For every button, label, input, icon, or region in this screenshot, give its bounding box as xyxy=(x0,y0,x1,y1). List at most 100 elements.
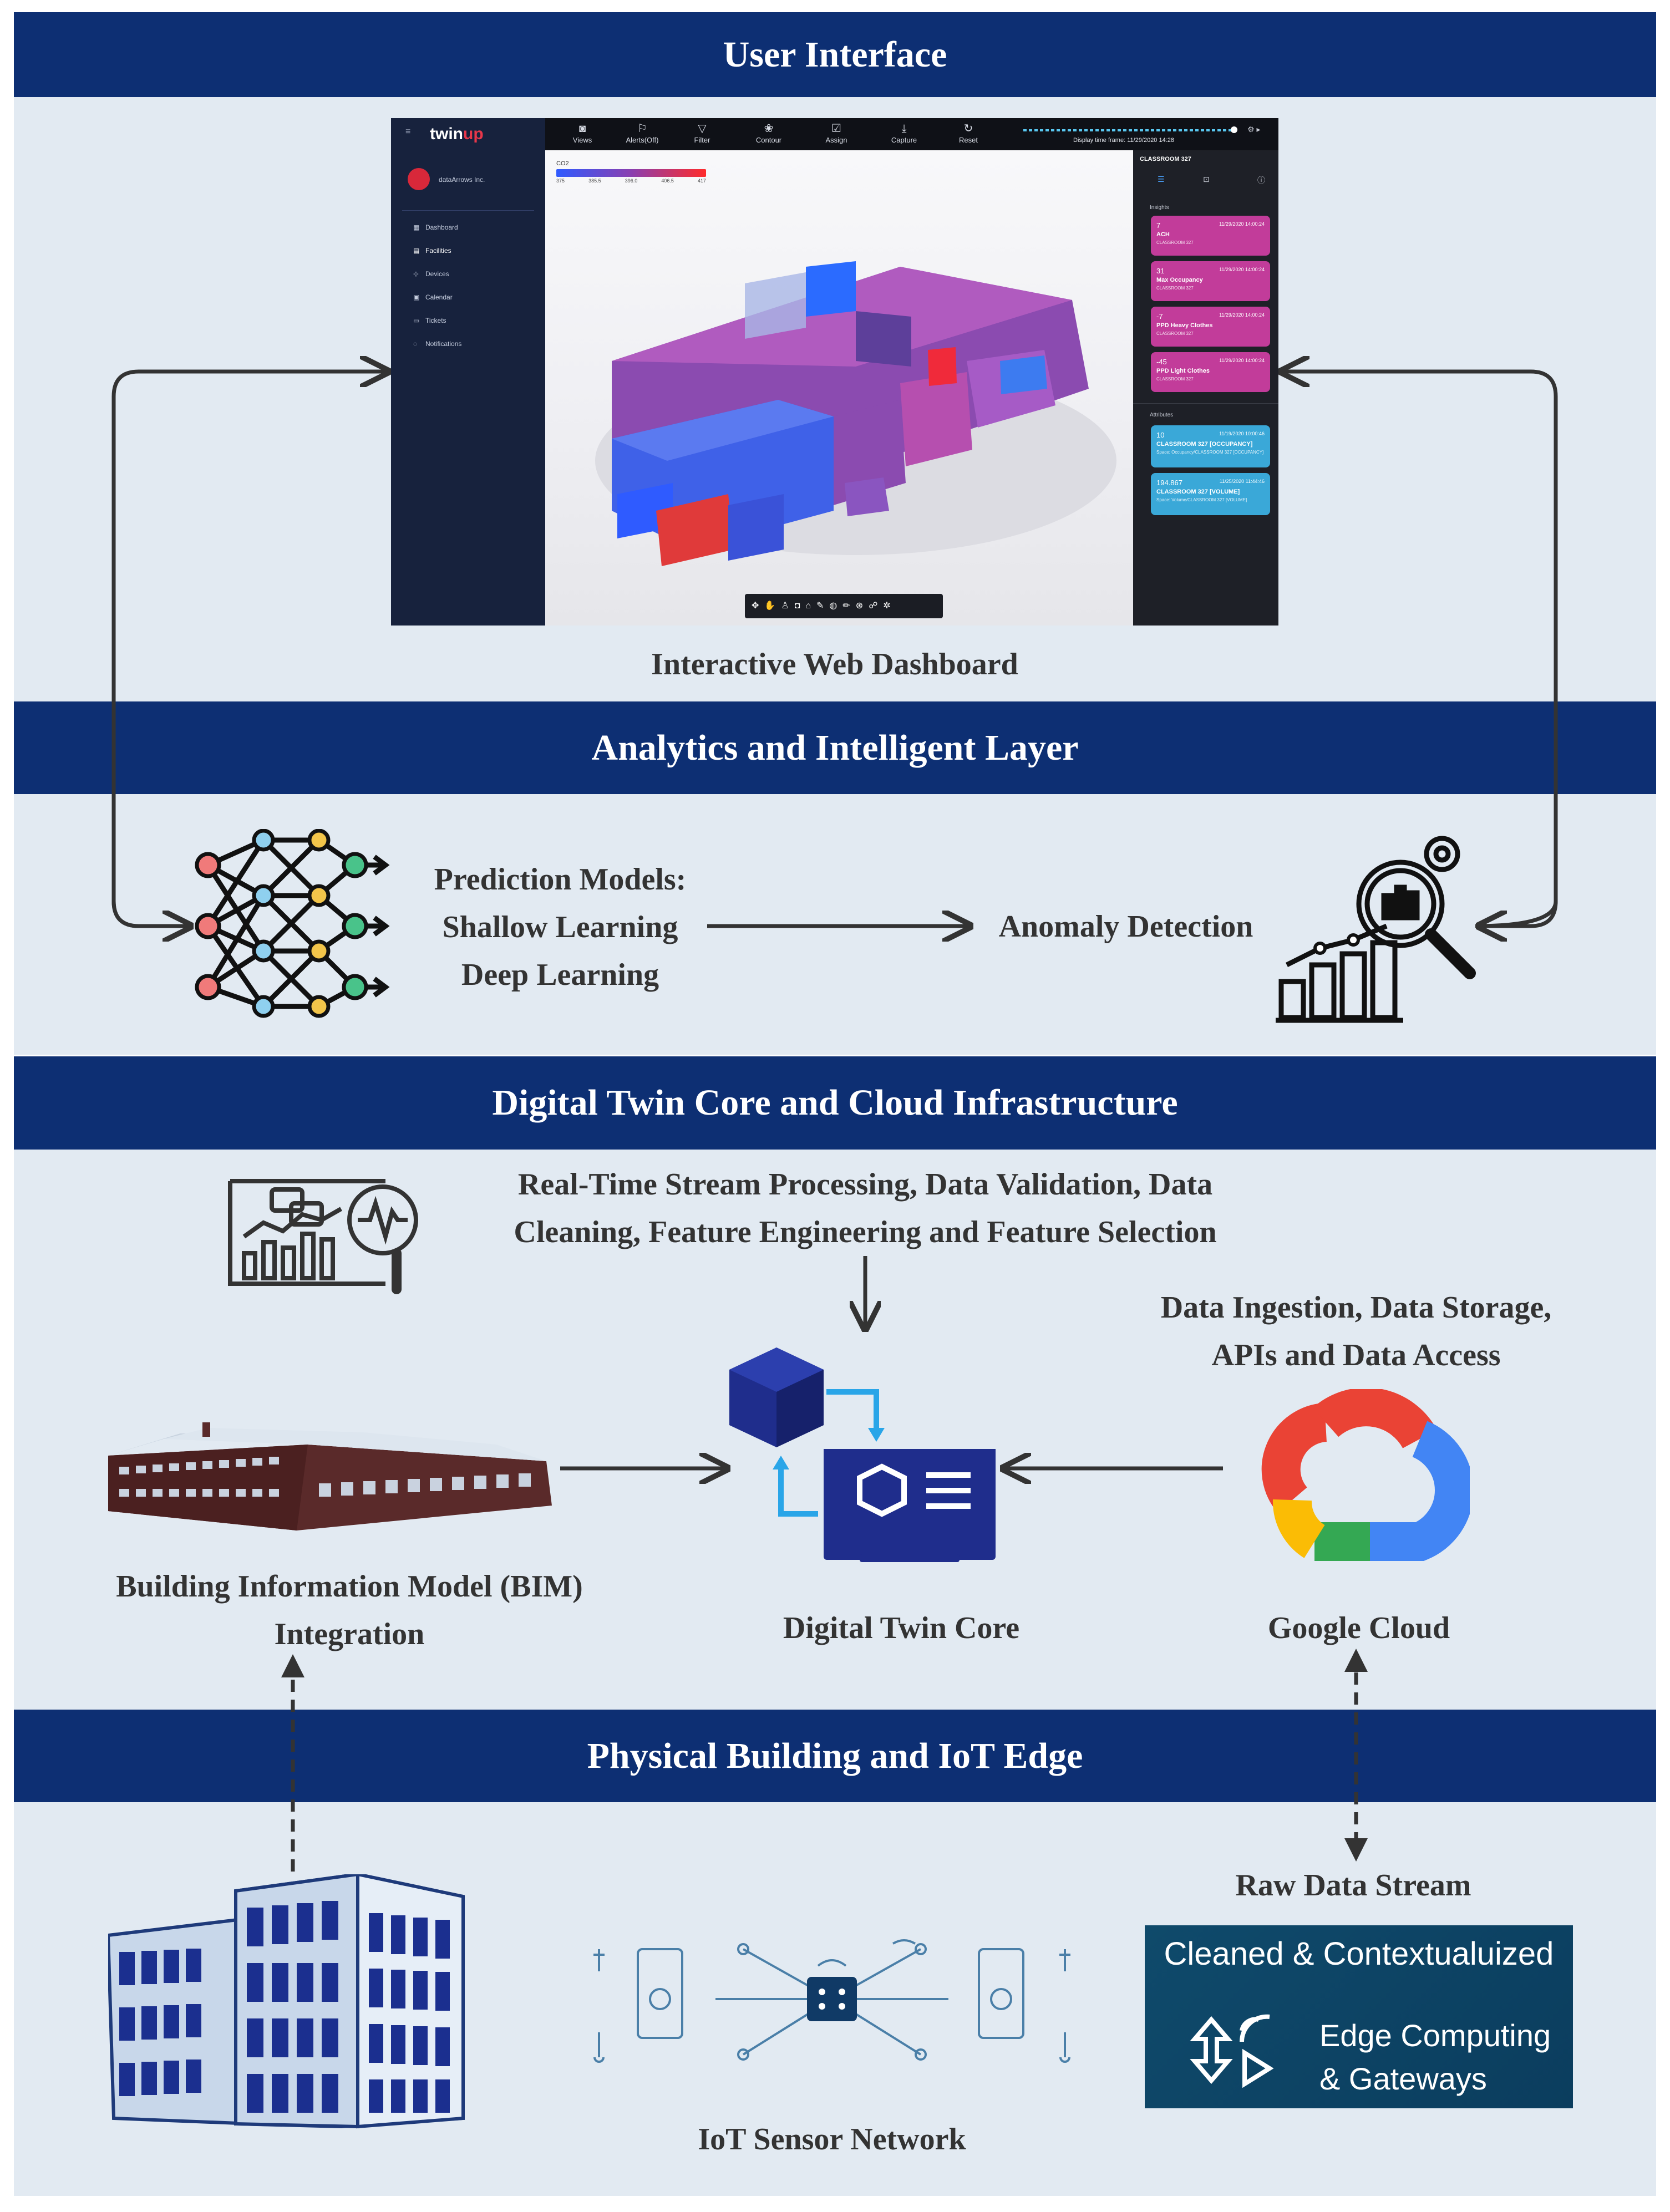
attributes-label: Attributes xyxy=(1150,412,1174,418)
chart-icon[interactable]: ⊡ xyxy=(1203,175,1210,184)
neural-network-icon xyxy=(195,829,390,1018)
dashboard-toolbar: ◙Views ⚐Alerts(Off) ▽Filter ❀Contour ☑As… xyxy=(545,118,1278,150)
menu-icon: ≡ xyxy=(405,127,411,136)
header-analytics: Analytics and Intelligent Layer xyxy=(14,701,1656,794)
network-icon: ⊹ xyxy=(413,270,419,278)
legend-tick: 385.5 xyxy=(588,178,601,184)
legend-tick: 396.0 xyxy=(625,178,638,184)
3d-model-viewport[interactable]: CO2 375 385.5 396.0 406.5 417 xyxy=(545,150,1133,626)
ingestion-text: Data Ingestion, Data Storage, APIs and D… xyxy=(1160,1290,1552,1372)
sidebar-item-notifications[interactable]: ◌Notifications xyxy=(413,340,462,348)
filter-icon: ▽ xyxy=(698,123,707,135)
timeline-handle[interactable] xyxy=(1231,126,1237,133)
sidebar-item-tickets[interactable]: ▭Tickets xyxy=(413,317,446,324)
processing-text: Real-Time Stream Processing, Data Valida… xyxy=(514,1167,1217,1249)
right-loop-arrow-to-analytics xyxy=(1480,901,1558,926)
org-name: dataArrows Inc. xyxy=(439,176,485,184)
iot-sensor-network-icon xyxy=(593,1939,1070,2063)
section-title: User Interface xyxy=(723,34,947,75)
camera-icon: ◙ xyxy=(578,123,586,135)
download-icon: ⤓ xyxy=(901,123,907,135)
iot-sensor-label: IoT Sensor Network xyxy=(698,2122,966,2157)
sidebar-item-devices[interactable]: ⊹Devices xyxy=(413,270,449,278)
section-title: Physical Building and IoT Edge xyxy=(587,1735,1083,1776)
assign-icon: ☑ xyxy=(831,123,841,135)
brand-logo: twinup xyxy=(430,125,484,143)
settings-icon[interactable]: ⚙ ▸ xyxy=(1247,125,1261,134)
bell-icon: ◌ xyxy=(413,340,418,348)
sidebar-item-facilities[interactable]: ▤Facilities xyxy=(413,247,451,255)
insights-label: Insights xyxy=(1150,205,1169,211)
digital-twin-label: Digital Twin Core xyxy=(783,1611,1020,1645)
ticket-icon: ▭ xyxy=(413,317,420,324)
building-icon: ▤ xyxy=(413,247,420,255)
home-icon[interactable]: ⌂ xyxy=(805,601,817,611)
info-icon[interactable]: ⓘ xyxy=(1257,176,1265,185)
measure-icon[interactable]: ✎ xyxy=(816,601,830,611)
display-time: Display time frame: 11/29/2020 14:28 xyxy=(1073,137,1175,144)
org-avatar xyxy=(408,168,430,190)
explode-icon[interactable]: ⊛ xyxy=(855,601,869,611)
list-icon[interactable]: ☰ xyxy=(1158,175,1165,184)
tool-reset[interactable]: ↻Reset xyxy=(949,121,988,144)
walk-icon[interactable]: ♙ xyxy=(781,601,795,611)
calendar-icon: ▣ xyxy=(413,293,420,301)
tool-filter[interactable]: ▽Filter xyxy=(683,121,722,144)
tool-contour[interactable]: ❀Contour xyxy=(749,121,788,144)
building-3d-model xyxy=(595,261,1116,566)
camera-icon[interactable]: ◘ xyxy=(794,601,806,611)
anomaly-detection-label: Anomaly Detection xyxy=(998,909,1253,944)
google-cloud-icon xyxy=(1261,1389,1470,1561)
legend-tick: 417 xyxy=(697,178,706,184)
edge-transfer-icon xyxy=(1190,2014,1274,2088)
header-core: Digital Twin Core and Cloud Infrastructu… xyxy=(14,1056,1656,1150)
right-loop-arrow-to-dashboard xyxy=(1282,372,1558,928)
left-loop-arrow-down xyxy=(111,901,190,926)
header-physical: Physical Building and IoT Edge xyxy=(14,1710,1656,1802)
grid-icon: ▦ xyxy=(413,223,420,231)
sidebar-item-dashboard[interactable]: ▦Dashboard xyxy=(413,223,458,231)
section-title: Analytics and Intelligent Layer xyxy=(591,727,1079,768)
tool-views[interactable]: ◙Views xyxy=(563,121,602,144)
data-report-icon xyxy=(228,1179,418,1294)
co2-legend: CO2 375 385.5 396.0 406.5 417 xyxy=(556,160,706,184)
legend-tick: 375 xyxy=(556,178,565,184)
sidebar-item-calendar[interactable]: ▣Calendar xyxy=(413,293,453,301)
google-cloud-label: Google Cloud xyxy=(1267,1611,1450,1645)
model-tree-icon[interactable]: ☍ xyxy=(869,601,884,611)
section-title: Digital Twin Core and Cloud Infrastructu… xyxy=(492,1082,1178,1123)
legend-gradient xyxy=(556,169,706,177)
tool-capture[interactable]: ⤓Capture xyxy=(885,121,923,144)
dashboard-screenshot: ≡ twinup dataArrows Inc. ▦Dashboard ▤Fac… xyxy=(391,118,1278,626)
legend-title: CO2 xyxy=(556,160,569,167)
edge-computing-box: Cleaned & Contextualuized Edge Computing… xyxy=(1145,1925,1573,2108)
dashboard-caption: Interactive Web Dashboard xyxy=(651,647,1018,682)
pan-icon[interactable]: ✋ xyxy=(764,601,781,611)
settings-icon[interactable]: ✲ xyxy=(883,601,896,611)
tool-assign[interactable]: ☑Assign xyxy=(817,121,856,144)
tool-alerts[interactable]: ⚐Alerts(Off) xyxy=(623,121,662,144)
office-building-icon xyxy=(108,1874,465,2129)
left-loop-arrow-up xyxy=(111,372,387,928)
markup-icon[interactable]: ✏ xyxy=(842,601,856,611)
reset-icon: ↻ xyxy=(963,123,973,135)
panel-title: CLASSROOM 327 xyxy=(1140,156,1191,162)
panel-divider xyxy=(1133,403,1278,404)
bim-building-icon xyxy=(108,1422,552,1530)
section-icon[interactable]: ◍ xyxy=(829,601,843,611)
sidebar-divider xyxy=(402,210,534,211)
timeline-slider[interactable] xyxy=(1023,129,1234,131)
analytics-magnifier-icon xyxy=(1276,836,1476,1023)
view-toolbar: ✥✋♙◘⌂✎◍✏⊛☍✲ xyxy=(745,594,943,618)
rotate-icon[interactable]: ✥ xyxy=(752,601,765,611)
header-user-interface: User Interface xyxy=(14,12,1656,97)
raw-data-stream-label: Raw Data Stream xyxy=(1235,1868,1471,1903)
